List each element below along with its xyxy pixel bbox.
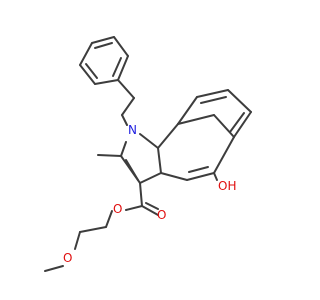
methyl-bond [97, 154, 122, 157]
molecule-canvas: N O O O OH [44, 36, 252, 272]
naphthalene-core [157, 89, 252, 181]
ester-oxygen-label: O [113, 202, 122, 216]
structure-drawing: N O O O OH [44, 36, 252, 272]
phenethyl-chain [117, 79, 135, 126]
methoxyethyl-chain [44, 210, 113, 272]
ester-group [125, 182, 159, 216]
carbonyl-oxygen-label: O [157, 208, 166, 222]
hydroxyl-label: OH [218, 179, 236, 193]
hydroxyl-bond [213, 172, 218, 181]
phenyl-ring [79, 36, 129, 85]
nitrogen-label: N [128, 123, 137, 137]
ether-oxygen-label: O [63, 251, 72, 265]
pyrrole-ring [120, 133, 162, 184]
